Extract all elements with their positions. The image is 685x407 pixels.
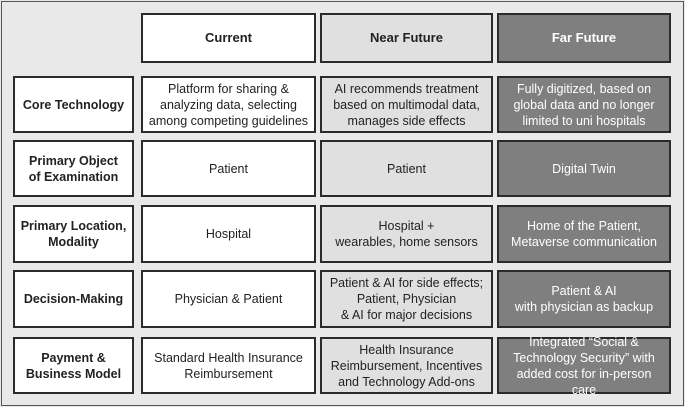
row-label-core-technology: Core Technology [13, 76, 134, 133]
cell-decision-making-far: Patient & AI with physician as backup [497, 270, 671, 328]
cell-core-technology-near: AI recommends treatment based on multimo… [320, 76, 493, 133]
cell-primary-object-current: Patient [141, 140, 316, 197]
cell-payment-near: Health Insurance Reimbursement, Incentiv… [320, 337, 493, 394]
cell-primary-object-near: Patient [320, 140, 493, 197]
header-current: Current [141, 13, 316, 63]
cell-payment-far: Integrated “Social & Technology Security… [497, 335, 671, 397]
header-near-future: Near Future [320, 13, 493, 63]
cell-payment-current: Standard Health Insurance Reimbursement [141, 337, 316, 394]
row-label-decision-making: Decision-Making [13, 270, 134, 328]
header-far-future: Far Future [497, 13, 671, 63]
cell-core-technology-far: Fully digitized, based on global data an… [497, 76, 671, 133]
cell-decision-making-near: Patient & AI for side effects; Patient, … [320, 270, 493, 328]
cell-primary-location-current: Hospital [141, 205, 316, 263]
cell-core-technology-current: Platform for sharing & analyzing data, s… [141, 76, 316, 133]
row-label-payment-business-model: Payment & Business Model [13, 337, 134, 394]
cell-primary-location-far: Home of the Patient, Metaverse communica… [497, 205, 671, 263]
cell-primary-object-far: Digital Twin [497, 140, 671, 197]
cell-decision-making-current: Physician & Patient [141, 270, 316, 328]
cell-primary-location-near: Hospital + wearables, home sensors [320, 205, 493, 263]
row-label-primary-object: Primary Object of Examination [13, 140, 134, 197]
row-label-primary-location: Primary Location, Modality [13, 205, 134, 263]
